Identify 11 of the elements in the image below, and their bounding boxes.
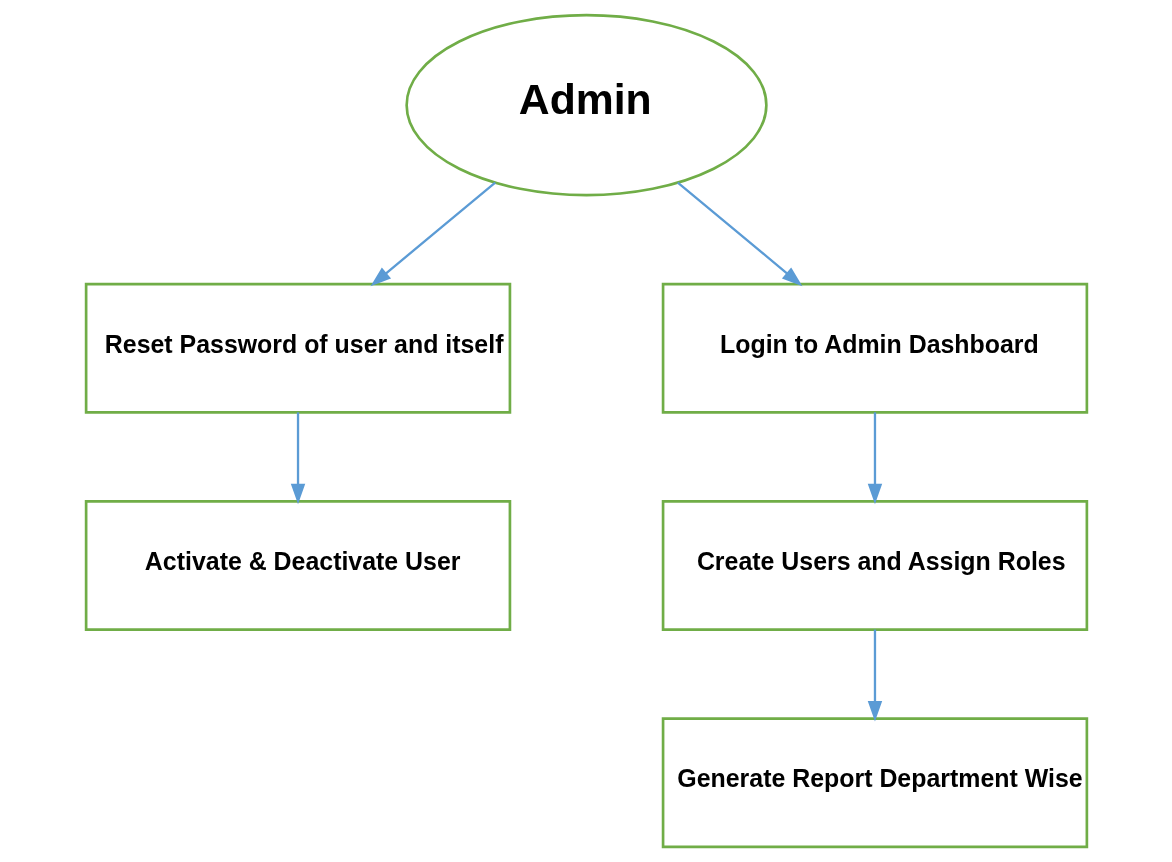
node-box: Create Users and Assign Roles xyxy=(661,500,1088,631)
arrow xyxy=(867,412,882,505)
arrow xyxy=(676,181,802,287)
arrow xyxy=(290,412,305,505)
node-box: Activate & Deactivate User xyxy=(84,500,511,631)
arrow xyxy=(370,181,496,287)
node-ellipse: Admin xyxy=(404,13,768,197)
node-box: Login to Admin Dashboard xyxy=(661,282,1088,414)
node-box: Generate Report Department Wise xyxy=(661,717,1088,849)
arrow xyxy=(867,629,882,722)
node-box: Reset Password of user and itself xyxy=(84,282,511,414)
